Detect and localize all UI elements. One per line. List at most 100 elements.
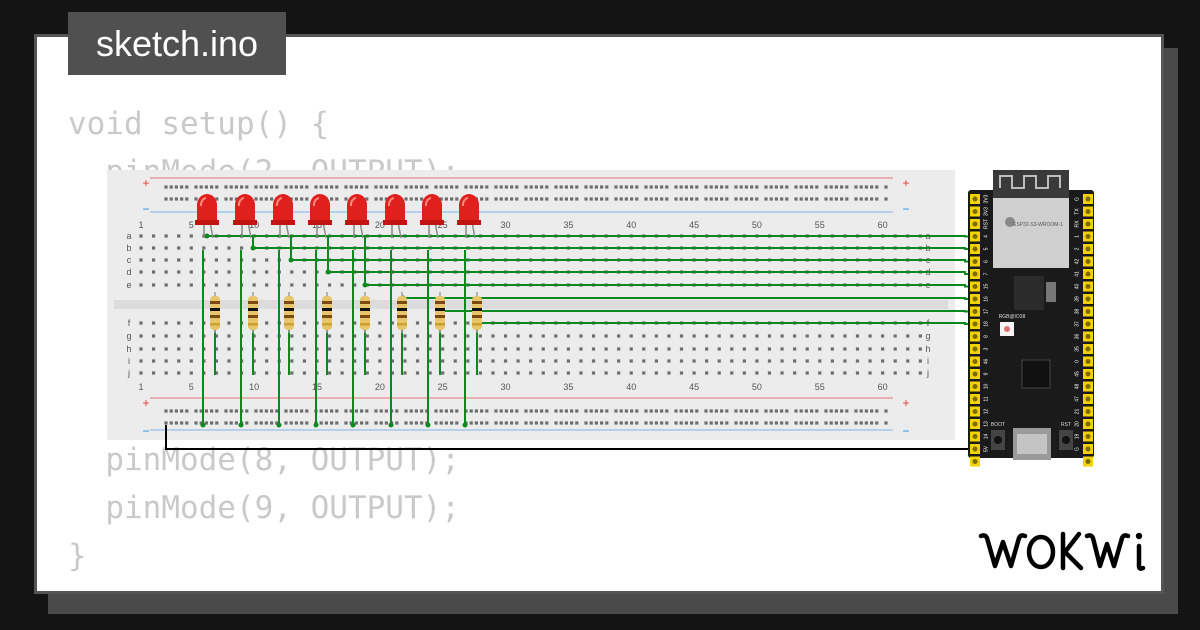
rail-hole bbox=[420, 421, 424, 425]
rail-hole bbox=[734, 185, 738, 189]
breadboard-hole bbox=[868, 347, 872, 351]
rail-hole bbox=[164, 185, 168, 189]
esp32-pin-hole bbox=[972, 384, 978, 389]
breadboard-hole bbox=[252, 258, 256, 262]
breadboard-hole bbox=[403, 359, 407, 363]
breadboard-hole bbox=[177, 270, 181, 274]
breadboard-hole bbox=[793, 359, 797, 363]
rail-hole bbox=[644, 409, 648, 413]
rail-hole bbox=[739, 185, 743, 189]
rail-hole bbox=[859, 421, 863, 425]
rail-hole bbox=[834, 197, 838, 201]
breadboard-hole bbox=[403, 371, 407, 375]
breadboard-hole bbox=[390, 347, 394, 351]
file-tab[interactable]: sketch.ino bbox=[68, 12, 286, 75]
rail-hole bbox=[725, 421, 729, 425]
rail-plus-label: + bbox=[142, 396, 149, 410]
esp32-pin-hole bbox=[972, 246, 978, 252]
rail-hole bbox=[774, 197, 778, 201]
rail-hole bbox=[199, 409, 203, 413]
pin-label: 36 bbox=[1075, 334, 1081, 340]
esp32-pin-hole bbox=[972, 446, 978, 452]
pin-label: 14 bbox=[984, 434, 990, 440]
rail-hole bbox=[679, 185, 683, 189]
breadboard-hole bbox=[591, 347, 596, 351]
esp32-pin-hole bbox=[1085, 271, 1091, 277]
breadboard-hole bbox=[654, 371, 658, 375]
rail-hole bbox=[485, 197, 489, 201]
rail-hole bbox=[259, 185, 263, 189]
breadboard-hole bbox=[516, 371, 520, 375]
wire-end bbox=[425, 422, 431, 428]
rail-hole bbox=[554, 421, 558, 425]
rail-hole bbox=[654, 409, 658, 413]
breadboard-hole bbox=[692, 371, 696, 375]
breadboard-hole bbox=[415, 321, 420, 325]
rail-hole bbox=[660, 197, 664, 201]
pin-label: 5 bbox=[984, 247, 990, 250]
rail-hole bbox=[690, 197, 694, 201]
rgb-led-dot bbox=[1004, 326, 1010, 332]
row-letter: j bbox=[127, 368, 130, 378]
rail-hole bbox=[605, 421, 609, 425]
rail-hole bbox=[224, 197, 228, 201]
rail-hole bbox=[714, 409, 718, 413]
rail-hole bbox=[570, 421, 574, 425]
rail-hole bbox=[240, 185, 244, 189]
breadboard-hole bbox=[591, 334, 596, 338]
rail-hole bbox=[379, 421, 383, 425]
column-number: 45 bbox=[689, 382, 699, 392]
pin-label: 13 bbox=[984, 421, 990, 427]
breadboard-hole bbox=[164, 359, 168, 363]
column-number: 5 bbox=[189, 220, 194, 230]
rail-hole bbox=[755, 421, 759, 425]
rail-hole bbox=[194, 421, 198, 425]
rail-hole bbox=[864, 197, 868, 201]
breadboard-hole bbox=[554, 347, 558, 351]
rail-hole bbox=[875, 197, 879, 201]
rail-hole bbox=[529, 421, 533, 425]
row-letter: g bbox=[126, 331, 131, 341]
column-number: 50 bbox=[752, 382, 762, 392]
rail-hole bbox=[725, 185, 729, 189]
red-led bbox=[273, 194, 293, 224]
rail-hole bbox=[614, 197, 618, 201]
rail-hole bbox=[799, 185, 803, 189]
breadboard-hole bbox=[667, 371, 671, 375]
esp32-pin-hole bbox=[1085, 359, 1091, 364]
breadboard-hole bbox=[164, 234, 168, 238]
rail-hole bbox=[665, 197, 669, 201]
boot-label: BOOT bbox=[991, 422, 1005, 428]
rail-hole bbox=[704, 197, 708, 201]
breadboard-hole bbox=[541, 371, 545, 375]
rail-hole bbox=[164, 197, 168, 201]
pin-label: 12 bbox=[984, 409, 990, 415]
column-number: 1 bbox=[138, 382, 143, 392]
esp32-pin-hole bbox=[972, 321, 978, 327]
breadboard-hole bbox=[290, 347, 294, 351]
rail-hole bbox=[515, 185, 519, 189]
breadboard-hole bbox=[730, 371, 734, 375]
breadboard-hole bbox=[642, 347, 646, 351]
rail-hole bbox=[319, 185, 323, 189]
breadboard-hole bbox=[918, 371, 922, 375]
breadboard-hole bbox=[818, 359, 822, 363]
rail-hole bbox=[875, 185, 879, 189]
esp32-pin-hole bbox=[1085, 334, 1091, 339]
rail-hole bbox=[455, 409, 459, 413]
breadboard-hole bbox=[302, 270, 307, 274]
breadboard-hole bbox=[265, 359, 269, 363]
rail-hole bbox=[864, 185, 868, 189]
rail-hole bbox=[504, 197, 508, 201]
breadboard-hole bbox=[164, 283, 168, 287]
rail-hole bbox=[884, 197, 888, 201]
rail-hole bbox=[314, 185, 318, 189]
breadboard-hole bbox=[415, 347, 420, 351]
resistor-band bbox=[322, 301, 332, 304]
rail-hole bbox=[210, 421, 214, 425]
rail-hole bbox=[229, 185, 233, 189]
breadboard-hole bbox=[893, 371, 897, 375]
rail-hole bbox=[624, 185, 628, 189]
rail-hole bbox=[275, 409, 279, 413]
rail-hole bbox=[829, 197, 833, 201]
